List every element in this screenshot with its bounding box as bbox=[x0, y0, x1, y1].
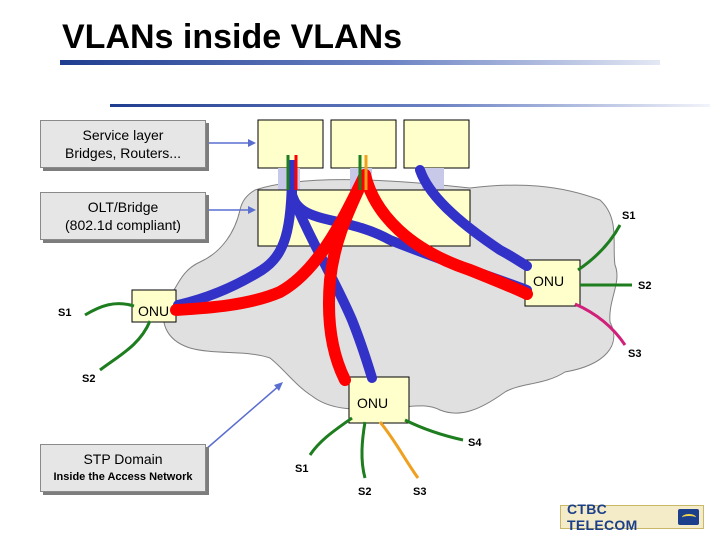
left-onu-s1-line bbox=[84, 302, 135, 317]
stp-domain-callout: STP Domain Inside the Access Network bbox=[40, 444, 206, 492]
onu-right-box bbox=[524, 259, 581, 307]
blue-vlan-to-bottom-onu bbox=[287, 190, 377, 383]
stp-arrow bbox=[204, 384, 281, 451]
olt-bridge-line1: OLT/Bridge bbox=[87, 199, 159, 215]
red-vlan-to-right-onu bbox=[359, 169, 533, 300]
right-onu-s1-label: S1 bbox=[622, 210, 635, 222]
right-onu-s1-line bbox=[577, 224, 622, 272]
service-layer-callout: Service layer Bridges, Routers... bbox=[40, 120, 206, 168]
bottom-onu-s4-label: S4 bbox=[468, 437, 482, 449]
stp-domain-line2: Inside the Access Network bbox=[53, 471, 193, 483]
ctbc-telecom-logo: CTBC TELECOM bbox=[560, 501, 704, 533]
page-title: VLANs inside VLANs bbox=[62, 18, 403, 56]
right-onu-s2-label: S2 bbox=[638, 280, 651, 292]
ctbc-logo-icon bbox=[677, 509, 699, 525]
bottom-onu-s3-line bbox=[378, 421, 420, 479]
blue-vlan-to-right-onu-2 bbox=[415, 165, 532, 271]
left-onu-s1-label: S1 bbox=[58, 307, 71, 319]
bottom-onu-s2-label: S2 bbox=[358, 486, 371, 498]
service-bridge-box-2 bbox=[330, 119, 397, 169]
right-onu-s3-line bbox=[574, 302, 627, 346]
bottom-onu-s1-label: S1 bbox=[295, 463, 308, 475]
service-layer-line1: Service layer bbox=[82, 127, 164, 143]
red-vlan-to-left-onu bbox=[170, 169, 371, 316]
stp-arrow-head bbox=[274, 382, 283, 391]
service-bridge-box-3 bbox=[403, 119, 470, 169]
left-onu-s2-line bbox=[99, 320, 152, 372]
olt-arrow-head bbox=[248, 206, 256, 214]
blue-vlan-to-left-onu bbox=[173, 165, 297, 310]
service-layer-line2: Bridges, Routers... bbox=[65, 145, 181, 161]
title-underline bbox=[60, 60, 660, 65]
onu-left-label: ONU bbox=[138, 303, 169, 319]
onu-right-label: ONU bbox=[533, 273, 564, 289]
onu-bottom-label: ONU bbox=[357, 395, 388, 411]
onu-left-box bbox=[131, 289, 177, 323]
service-arrow-head bbox=[248, 139, 256, 147]
left-onu-s2-label: S2 bbox=[82, 373, 95, 385]
onu-bottom-box bbox=[348, 376, 410, 424]
right-onu-s3-label: S3 bbox=[628, 348, 641, 360]
bottom-onu-s4-line bbox=[404, 418, 464, 442]
logo-text: CTBC TELECOM bbox=[567, 501, 638, 533]
olt-bridge-callout: OLT/Bridge (802.1d compliant) bbox=[40, 192, 206, 240]
title-underline-secondary bbox=[110, 104, 710, 107]
bottom-onu-s3-label: S3 bbox=[413, 486, 426, 498]
olt-bridge-line2: (802.1d compliant) bbox=[65, 217, 181, 233]
stp-domain-line1: STP Domain bbox=[83, 451, 163, 467]
bottom-onu-s2-line bbox=[360, 421, 367, 479]
bottom-onu-s1-line bbox=[308, 416, 353, 456]
